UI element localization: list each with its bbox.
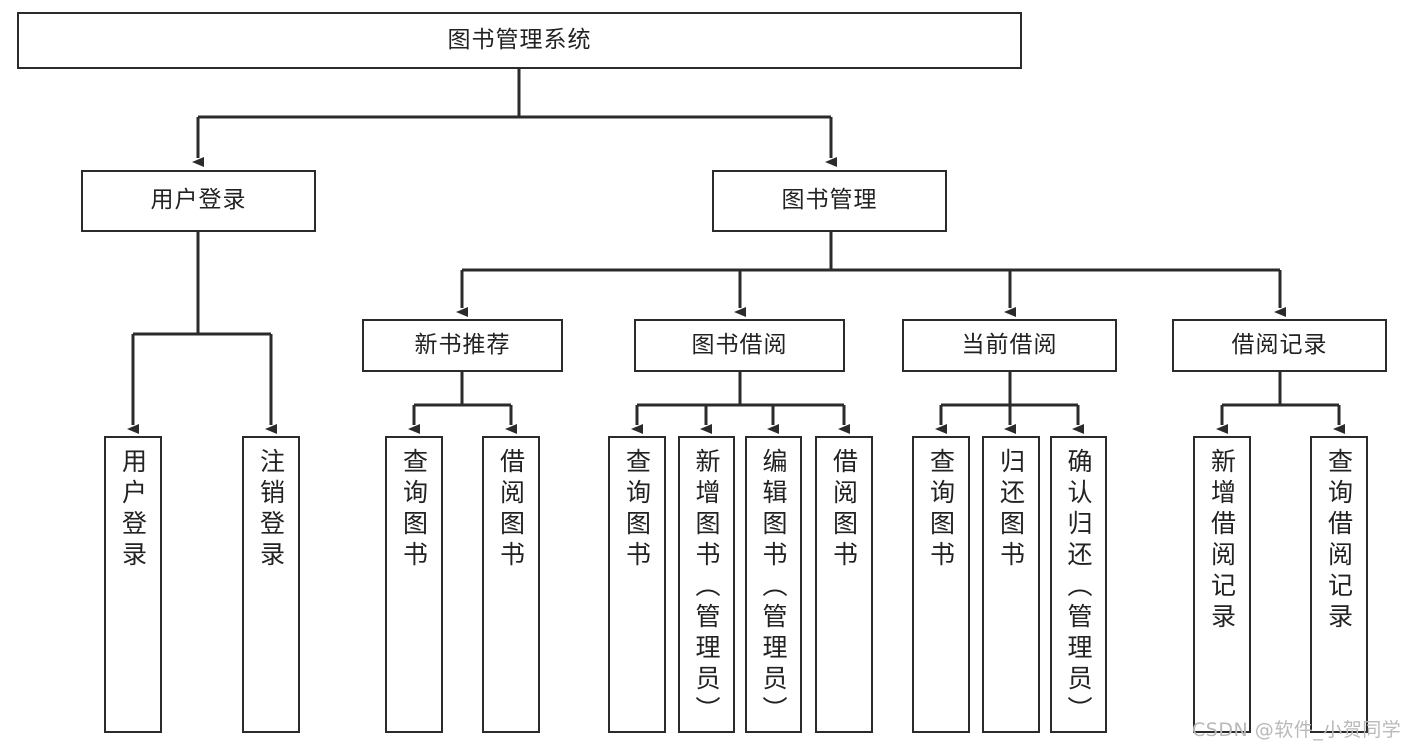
node-label: 查询图书 — [622, 448, 652, 572]
node-label: 新增借阅记录 — [1207, 448, 1237, 634]
node-label: 归还图书 — [996, 448, 1026, 572]
node-new-book-recommend[interactable]: 新书推荐 — [362, 319, 563, 372]
node-current-borrow[interactable]: 当前借阅 — [902, 319, 1117, 372]
node-label: 查询借阅记录 — [1324, 448, 1354, 634]
leaf-user-login-logout[interactable]: 注销登录 — [242, 436, 300, 733]
node-label: 图书管理 — [781, 187, 878, 214]
watermark-csdn: CSDN @软件_小贺同学 — [1192, 719, 1402, 741]
leaf-book-borrow-borrow-book[interactable]: 借阅图书 — [815, 436, 873, 733]
leaf-current-borrow-return-book[interactable]: 归还图书 — [982, 436, 1040, 733]
node-label: 借阅图书 — [829, 448, 859, 572]
node-book-management[interactable]: 图书管理 — [712, 170, 947, 232]
node-label: 确认归还（管理员） — [1064, 448, 1093, 727]
leaf-current-borrow-confirm-return-admin[interactable]: 确认归还（管理员） — [1050, 436, 1107, 733]
node-label: 用户登录 — [150, 187, 247, 214]
node-user-login[interactable]: 用户登录 — [81, 170, 316, 232]
node-label: 用户登录 — [118, 448, 148, 572]
leaf-current-borrow-query-book[interactable]: 查询图书 — [912, 436, 970, 733]
leaf-book-borrow-query-book[interactable]: 查询图书 — [608, 436, 666, 733]
node-label: 图书管理系统 — [447, 26, 592, 53]
node-label: 查询图书 — [399, 448, 429, 572]
node-borrow-record[interactable]: 借阅记录 — [1172, 319, 1387, 372]
node-root-book-management-system[interactable]: 图书管理系统 — [17, 12, 1022, 69]
node-book-borrow[interactable]: 图书借阅 — [634, 319, 845, 372]
node-label: 新书推荐 — [414, 331, 511, 358]
node-label: 借阅记录 — [1231, 331, 1328, 358]
leaf-borrow-record-add-record[interactable]: 新增借阅记录 — [1193, 436, 1251, 733]
leaf-borrow-record-query-record[interactable]: 查询借阅记录 — [1310, 436, 1368, 733]
leaf-book-borrow-edit-book-admin[interactable]: 编辑图书（管理员） — [745, 436, 802, 733]
node-label: 新增图书（管理员） — [692, 448, 721, 727]
node-label: 借阅图书 — [496, 448, 526, 572]
node-label: 图书借阅 — [691, 331, 788, 358]
leaf-new-book-borrow-book[interactable]: 借阅图书 — [482, 436, 540, 733]
leaf-book-borrow-add-book-admin[interactable]: 新增图书（管理员） — [678, 436, 735, 733]
node-label: 编辑图书（管理员） — [759, 448, 788, 727]
leaf-new-book-query-book[interactable]: 查询图书 — [385, 436, 443, 733]
leaf-user-login-login[interactable]: 用户登录 — [104, 436, 162, 733]
node-label: 注销登录 — [256, 448, 286, 572]
node-label: 查询图书 — [926, 448, 956, 572]
node-label: 当前借阅 — [961, 331, 1058, 358]
